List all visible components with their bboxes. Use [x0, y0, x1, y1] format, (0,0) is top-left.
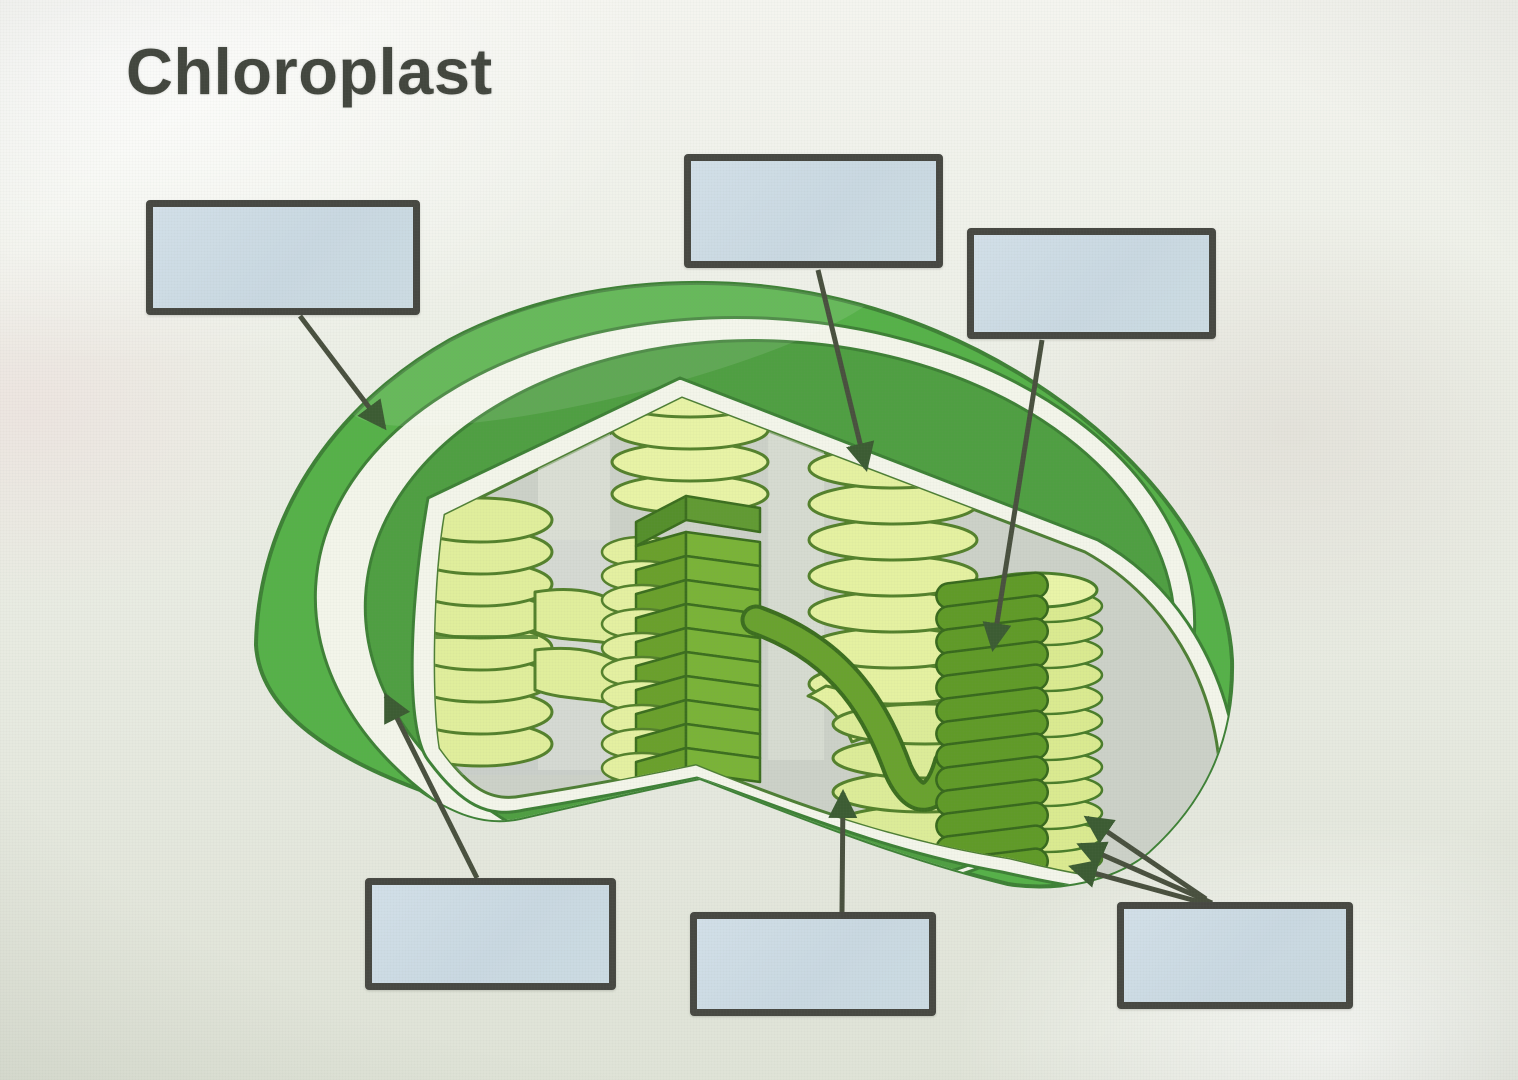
- stroma-contents: [435, 398, 1104, 879]
- thylakoid-disk: [807, 518, 979, 562]
- label-box-dark-granum[interactable]: [967, 228, 1216, 339]
- arrow-to-thylakoid-2: [1076, 841, 1214, 906]
- label-box-outer-membrane[interactable]: [146, 200, 420, 315]
- label-box-stroma[interactable]: [690, 912, 936, 1016]
- arrow-to-thylakoid-3: [1068, 859, 1219, 910]
- arrow-to-outer-membrane: [298, 314, 387, 431]
- label-box-value: [974, 235, 1209, 332]
- label-box-value: [697, 919, 929, 1009]
- arrow-to-inner-membrane: [383, 692, 480, 880]
- granum-right-dark: [935, 571, 1104, 879]
- label-box-granum-top[interactable]: [684, 154, 943, 268]
- label-box-value: [153, 207, 413, 308]
- arrow-to-dark-granum: [982, 339, 1045, 653]
- lamella-fill: [744, 608, 972, 808]
- label-box-value: [1124, 909, 1346, 1002]
- pointer-arrows: [298, 269, 1219, 913]
- stroma-lamella-ribbon: [740, 604, 976, 812]
- granum-cap-right: [684, 494, 762, 534]
- arrow-to-granum-top: [815, 269, 875, 472]
- arrow-to-thylakoid-1: [1083, 815, 1208, 902]
- label-box-value: [691, 161, 936, 261]
- arrow-to-stroma: [828, 788, 858, 913]
- page-title: Chloroplast: [126, 35, 493, 108]
- label-box-thylakoids[interactable]: [1117, 902, 1353, 1009]
- label-box-value: [372, 885, 609, 983]
- stroma-streak: [768, 430, 824, 760]
- label-box-inner-membrane[interactable]: [365, 878, 616, 990]
- granum-center-dark: [600, 494, 762, 788]
- membrane-highlight: [347, 282, 893, 427]
